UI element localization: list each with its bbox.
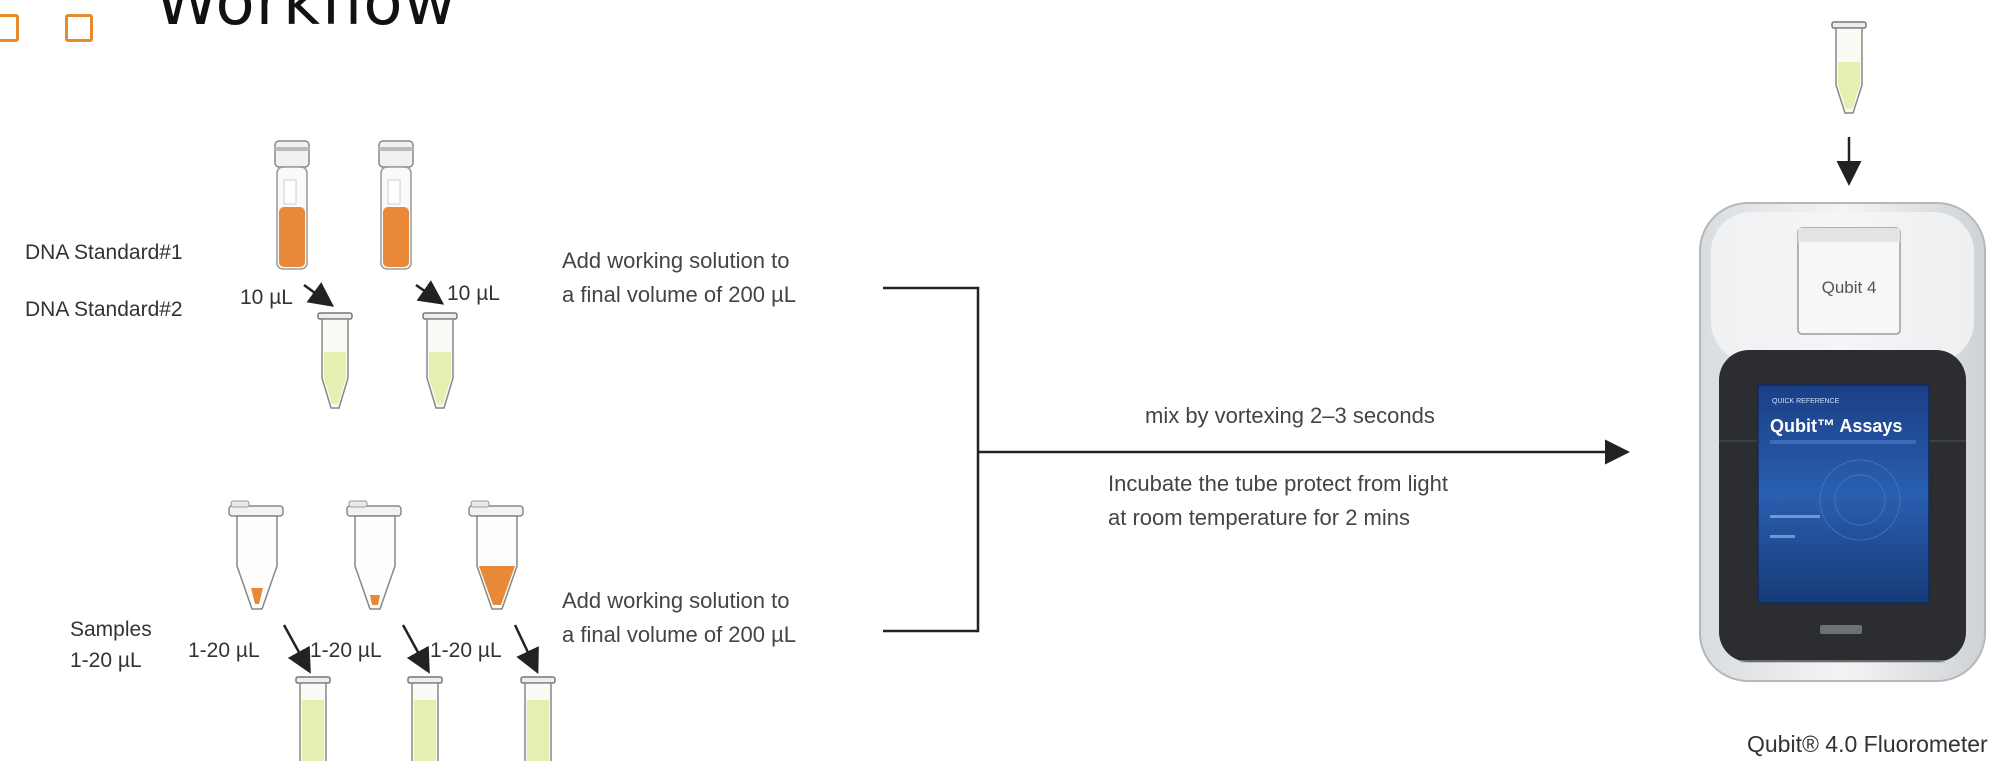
card-header: QUICK REFERENCE bbox=[1772, 398, 1840, 405]
sample-assay-tube-2 bbox=[407, 676, 443, 761]
sample-volume-3: 1-20 µL bbox=[430, 639, 502, 662]
card-title: Qubit™ Assays bbox=[1770, 416, 1903, 436]
sample-tube-3 bbox=[468, 500, 524, 610]
orange-square-icon bbox=[65, 14, 93, 42]
step-line: Add working solution to bbox=[562, 588, 790, 613]
standard-stock-tube-1 bbox=[274, 140, 310, 270]
sample-tube-1 bbox=[228, 500, 284, 610]
sample-volume-1: 1-20 µL bbox=[188, 639, 260, 662]
step-line: Add working solution to bbox=[562, 248, 790, 273]
step-line: a final volume of 200 µL bbox=[562, 622, 797, 647]
mix-instruction: mix by vortexing 2–3 seconds bbox=[1145, 403, 1435, 428]
samples-label-line: 1-20 µL bbox=[70, 649, 142, 672]
transfer-arrow bbox=[513, 624, 539, 675]
standards-step-text: Add working solution to a final volume o… bbox=[562, 244, 796, 312]
incubate-line: at room temperature for 2 mins bbox=[1108, 505, 1411, 530]
transfer-arrow bbox=[401, 624, 430, 674]
sample-tube-2 bbox=[346, 500, 402, 610]
measure-tube bbox=[1831, 21, 1867, 114]
dna-standard-2-label: DNA Standard#2 bbox=[25, 298, 183, 321]
standard-assay-tube-1 bbox=[317, 312, 353, 409]
dna-standard-1-label: DNA Standard#1 bbox=[25, 241, 183, 264]
orange-square-icon bbox=[0, 14, 19, 42]
standard-stock-tube-2 bbox=[378, 140, 414, 270]
standard-volume-left: 10 µL bbox=[240, 286, 293, 309]
incubate-instruction: Incubate the tube protect from light at … bbox=[1108, 467, 1448, 535]
samples-step-text: Add working solution to a final volume o… bbox=[562, 584, 796, 652]
page-title: Workflow bbox=[155, 0, 457, 40]
transfer-arrow bbox=[415, 280, 445, 305]
standard-volume-right: 10 µL bbox=[447, 282, 500, 305]
transfer-arrow bbox=[303, 282, 335, 307]
qubit-fluorometer bbox=[1699, 202, 1986, 682]
step-line: a final volume of 200 µL bbox=[562, 282, 797, 307]
samples-label-line: Samples bbox=[70, 618, 152, 641]
samples-label: Samples 1-20 µL bbox=[70, 614, 152, 676]
sample-volume-2: 1-20 µL bbox=[310, 639, 382, 662]
sample-assay-tube-3 bbox=[520, 676, 556, 761]
transfer-arrow bbox=[282, 624, 311, 674]
incubate-line: Incubate the tube protect from light bbox=[1108, 471, 1448, 496]
merge-bracket bbox=[883, 286, 980, 633]
device-lid-brand: Qubit 4 bbox=[1821, 278, 1877, 297]
sample-assay-tube-1 bbox=[295, 676, 331, 761]
standard-assay-tube-2 bbox=[422, 312, 458, 409]
device-caption: Qubit® 4.0 Fluorometer bbox=[1747, 731, 1988, 757]
